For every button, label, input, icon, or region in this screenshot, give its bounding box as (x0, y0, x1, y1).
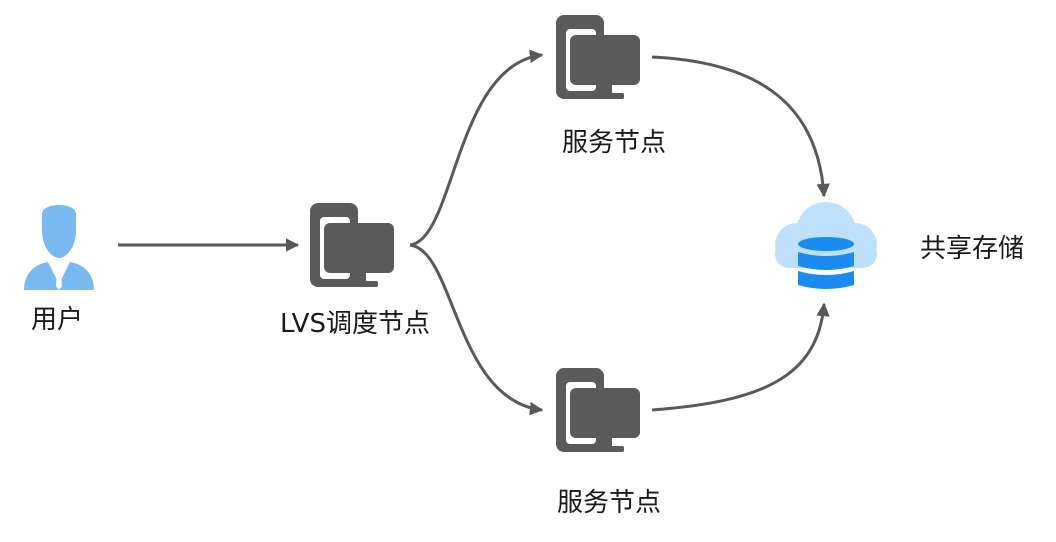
node-storage: 共享存储 (775, 202, 1024, 289)
node-user: 用户 (24, 205, 94, 335)
node-server-top-label: 服务节点 (562, 128, 666, 158)
node-storage-label: 共享存储 (920, 234, 1024, 264)
node-server-bottom-label: 服务节点 (557, 488, 661, 518)
node-lvs-label: LVS调度节点 (280, 309, 430, 339)
cloud-database-icon (775, 202, 877, 289)
lvs-computer-icon (310, 203, 394, 287)
edge-server-top-to-storage (651, 55, 830, 198)
edge-server-bottom-to-storage (651, 302, 830, 412)
server-bottom-computer-icon (556, 368, 640, 452)
node-user-label: 用户 (31, 305, 83, 335)
node-lvs: LVS调度节点 (280, 203, 430, 339)
node-server-top: 服务节点 (556, 15, 666, 158)
server-top-computer-icon (556, 15, 640, 99)
edge-lvs-to-server-bottom (409, 243, 544, 416)
edges (118, 49, 830, 416)
user-icon (24, 205, 94, 290)
node-server-bottom: 服务节点 (556, 368, 661, 518)
edge-lvs-to-server-top (409, 49, 544, 247)
